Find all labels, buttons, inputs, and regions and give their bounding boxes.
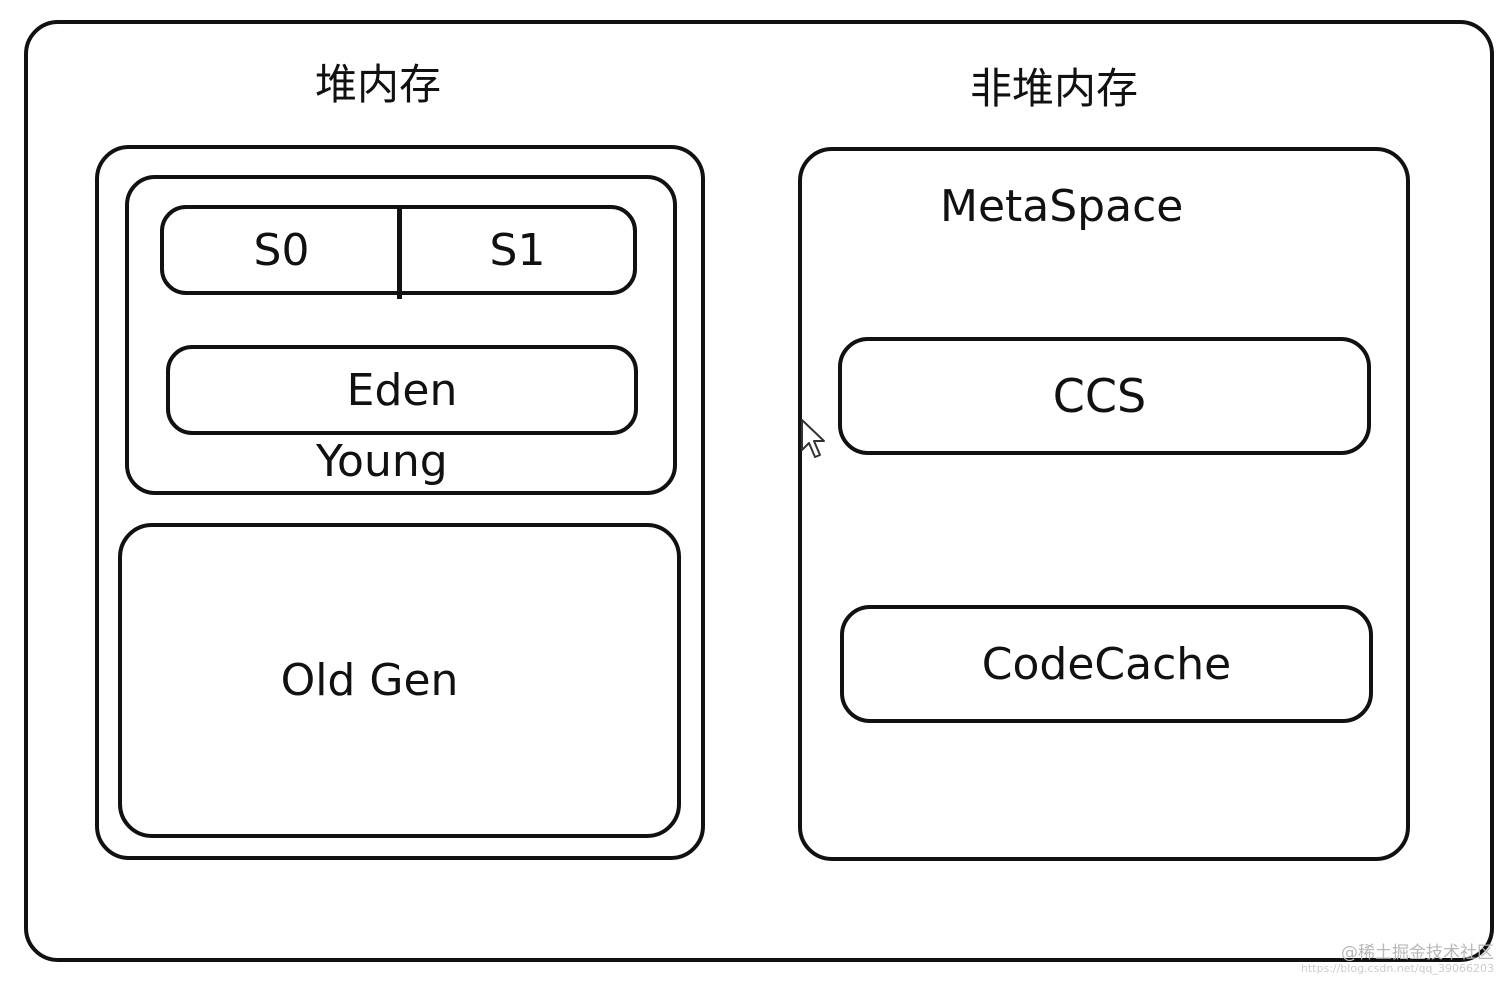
metaspace-label: MetaSpace	[940, 181, 1184, 232]
ccs-box: CCS	[838, 337, 1371, 455]
survivor-divider	[397, 205, 402, 299]
metaspace-container	[798, 147, 1410, 861]
old-gen-box: Old Gen	[118, 523, 681, 838]
code-cache-box: CodeCache	[840, 605, 1373, 723]
eden-label: Eden	[346, 364, 458, 416]
heap-container	[95, 145, 705, 860]
s0-region: S0	[164, 209, 399, 291]
watermark-site-label: @稀土掘金技术社区	[1341, 943, 1494, 963]
survivor-box: S0 S1	[160, 205, 637, 299]
watermark-url: https://blog.csdn.net/qq_39066203	[1300, 962, 1494, 975]
old-gen-label: Old Gen	[280, 655, 459, 706]
s0-label: S0	[253, 224, 310, 276]
s1-region: S1	[402, 209, 633, 291]
young-generation-box	[125, 175, 677, 495]
ccs-label: CCS	[1052, 369, 1147, 423]
heap-title: 堆内存	[315, 60, 442, 109]
young-label: Young	[316, 436, 448, 487]
mouse-cursor-icon	[800, 418, 830, 460]
eden-box: Eden	[166, 345, 638, 435]
memory-diagram-frame	[24, 20, 1494, 962]
s1-label: S1	[489, 224, 546, 276]
code-cache-label: CodeCache	[981, 638, 1232, 690]
non-heap-title: 非堆内存	[970, 64, 1139, 113]
